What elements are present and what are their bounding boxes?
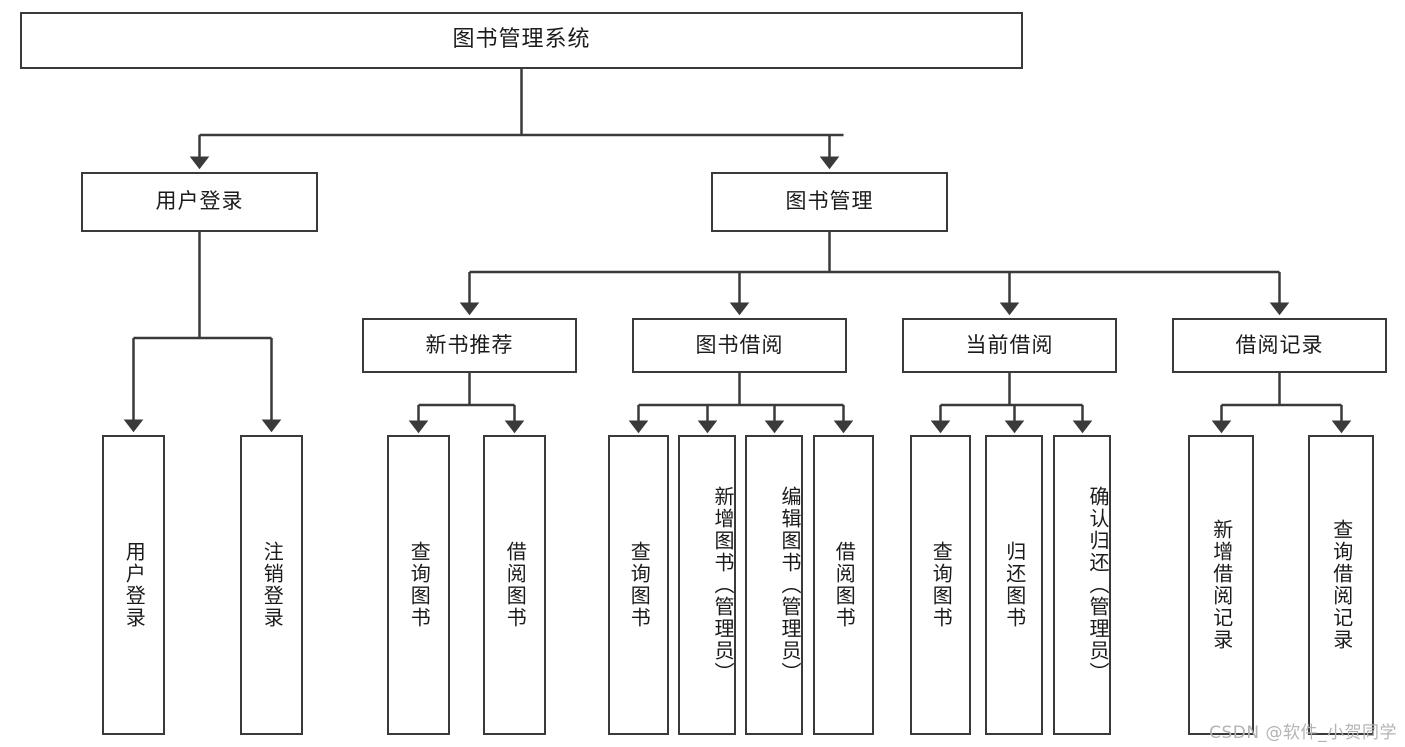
node-root-system[interactable]: 图书管理系统: [20, 12, 1023, 69]
leaf-query-book-borrow[interactable]: 查询图书: [608, 435, 669, 735]
leaf-user-login-action[interactable]: 用户登录: [102, 435, 165, 735]
leaf-query-book-current[interactable]: 查询图书: [910, 435, 971, 735]
node-user-login[interactable]: 用户登录: [81, 172, 318, 232]
node-new-book-recommend[interactable]: 新书推荐: [362, 318, 577, 373]
leaf-return-book[interactable]: 归还图书: [985, 435, 1043, 735]
leaf-edit-book-admin[interactable]: 编辑图书（管理员）: [745, 435, 803, 735]
leaf-borrow-book-borrow[interactable]: 借阅图书: [813, 435, 874, 735]
node-borrow-record[interactable]: 借阅记录: [1172, 318, 1387, 373]
node-book-borrow[interactable]: 图书借阅: [632, 318, 847, 373]
leaf-confirm-return-admin[interactable]: 确认归还（管理员）: [1053, 435, 1111, 735]
leaf-logout-action[interactable]: 注销登录: [240, 435, 303, 735]
leaf-query-book-newbook[interactable]: 查询图书: [387, 435, 450, 735]
leaf-add-borrow-record[interactable]: 新增借阅记录: [1188, 435, 1254, 735]
csdn-watermark: CSDN @软件_小贺同学: [1209, 723, 1397, 743]
node-current-borrow[interactable]: 当前借阅: [902, 318, 1117, 373]
leaf-query-borrow-record[interactable]: 查询借阅记录: [1308, 435, 1374, 735]
leaf-add-book-admin[interactable]: 新增图书（管理员）: [678, 435, 736, 735]
leaf-borrow-book-newbook[interactable]: 借阅图书: [483, 435, 546, 735]
node-book-management[interactable]: 图书管理: [711, 172, 948, 232]
